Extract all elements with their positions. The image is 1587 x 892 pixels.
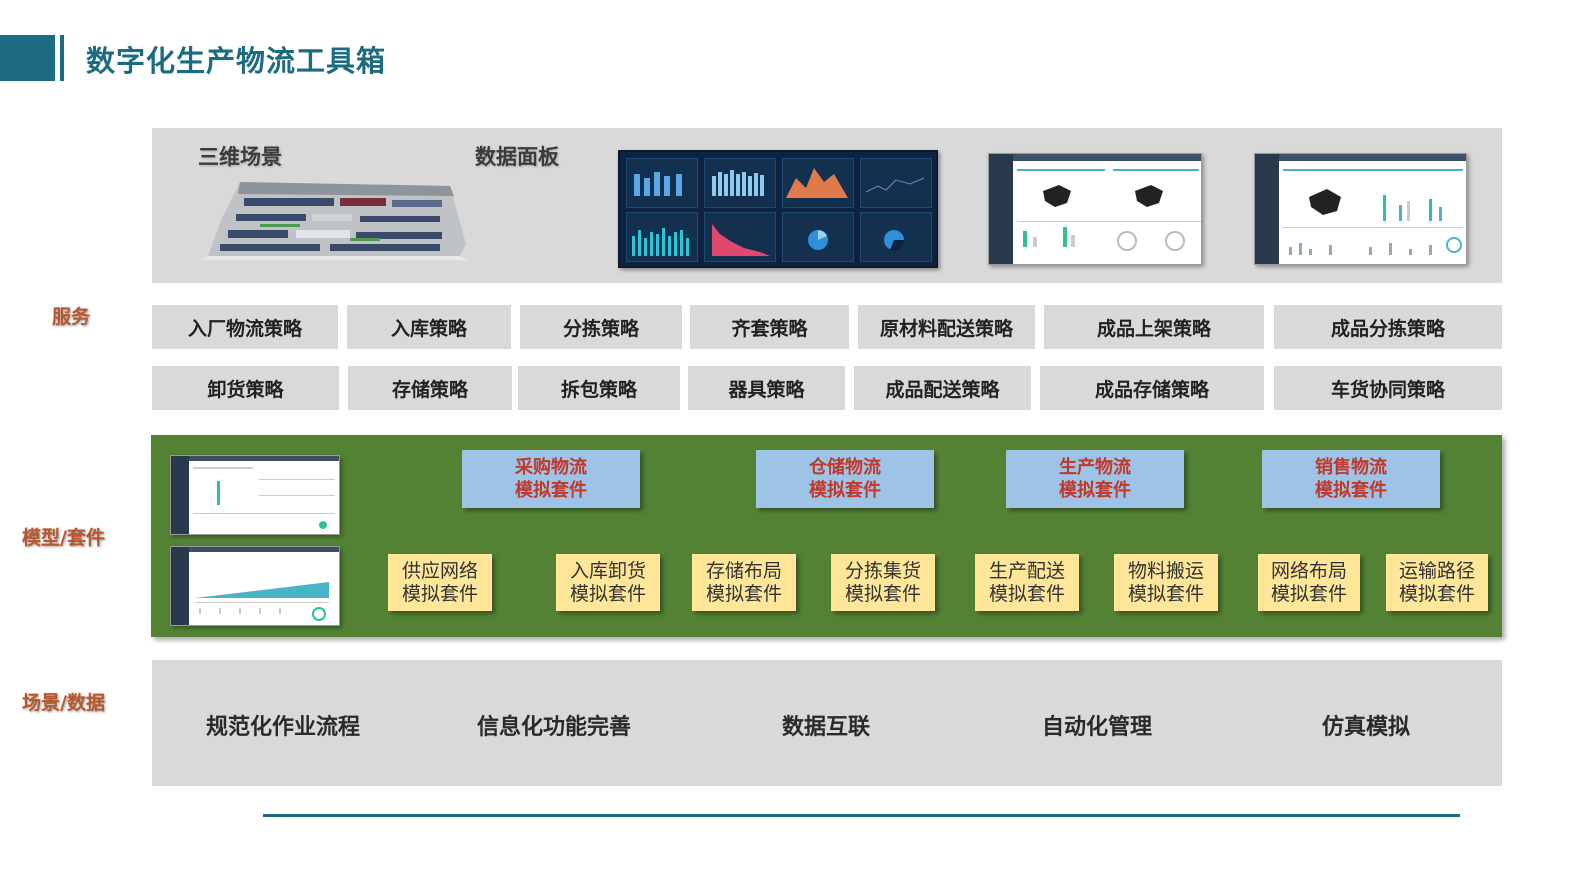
scene-item: 规范化作业流程 (206, 715, 361, 740)
sub-suite-box: 网络布局模拟套件 (1258, 554, 1360, 611)
strategy-box: 车货协同策略 (1274, 366, 1502, 410)
strategy-box: 拆包策略 (518, 366, 680, 410)
footer-divider (263, 814, 1460, 817)
strategy-box: 成品存储策略 (1040, 366, 1264, 410)
sub-suite-box: 生产配送模拟套件 (975, 554, 1079, 611)
suite-app-screenshot-1 (170, 455, 340, 535)
logistics-suite-box: 仓储物流模拟套件 (756, 450, 934, 508)
title-accent-block (0, 35, 55, 81)
sub-suite-box: 入库卸货模拟套件 (556, 554, 660, 611)
strategy-box: 器具策略 (688, 366, 845, 410)
strategy-box: 成品分拣策略 (1274, 305, 1502, 349)
suite-app-screenshot-2 (170, 546, 340, 626)
strategy-box: 齐套策略 (690, 305, 849, 349)
dashboard-screenshot (618, 150, 938, 268)
scene-item: 自动化管理 (1042, 715, 1153, 740)
data-board-label: 数据面板 (475, 145, 559, 169)
logistics-suite-box: 采购物流模拟套件 (462, 450, 640, 508)
scene-3d-label: 三维场景 (198, 145, 282, 169)
strategy-box: 分拣策略 (520, 305, 682, 349)
page-title: 数字化生产物流工具箱 (86, 44, 387, 78)
scene-item: 数据互联 (782, 715, 871, 740)
scene-item: 仿真模拟 (1322, 715, 1411, 740)
strategy-box: 卸货策略 (152, 366, 339, 410)
logistics-suite-box: 生产物流模拟套件 (1006, 450, 1184, 508)
scene-item: 信息化功能完善 (477, 715, 632, 740)
strategy-box: 入厂物流策略 (152, 305, 338, 349)
sub-suite-box: 运输路径模拟套件 (1386, 554, 1488, 611)
sub-suite-box: 存储布局模拟套件 (692, 554, 796, 611)
strategy-box: 原材料配送策略 (858, 305, 1035, 349)
scene-data-panel (152, 660, 1502, 786)
side-label-model: 模型/套件 (22, 527, 105, 549)
logistics-suite-box: 销售物流模拟套件 (1262, 450, 1440, 508)
sub-suite-box: 分拣集货模拟套件 (831, 554, 935, 611)
sub-suite-box: 供应网络模拟套件 (388, 554, 492, 611)
strategy-box: 成品上架策略 (1044, 305, 1264, 349)
title-accent-line (60, 35, 64, 81)
side-label-scene: 场景/数据 (22, 692, 105, 714)
web-dashboard-screenshot-2 (1254, 153, 1467, 265)
side-label-service: 服务 (52, 306, 91, 328)
warehouse-3d-image (200, 182, 468, 260)
sub-suite-box: 物料搬运模拟套件 (1114, 554, 1218, 611)
web-dashboard-screenshot-1 (988, 153, 1202, 265)
strategy-box: 入库策略 (347, 305, 511, 349)
strategy-box: 存储策略 (348, 366, 512, 410)
strategy-box: 成品配送策略 (854, 366, 1031, 410)
